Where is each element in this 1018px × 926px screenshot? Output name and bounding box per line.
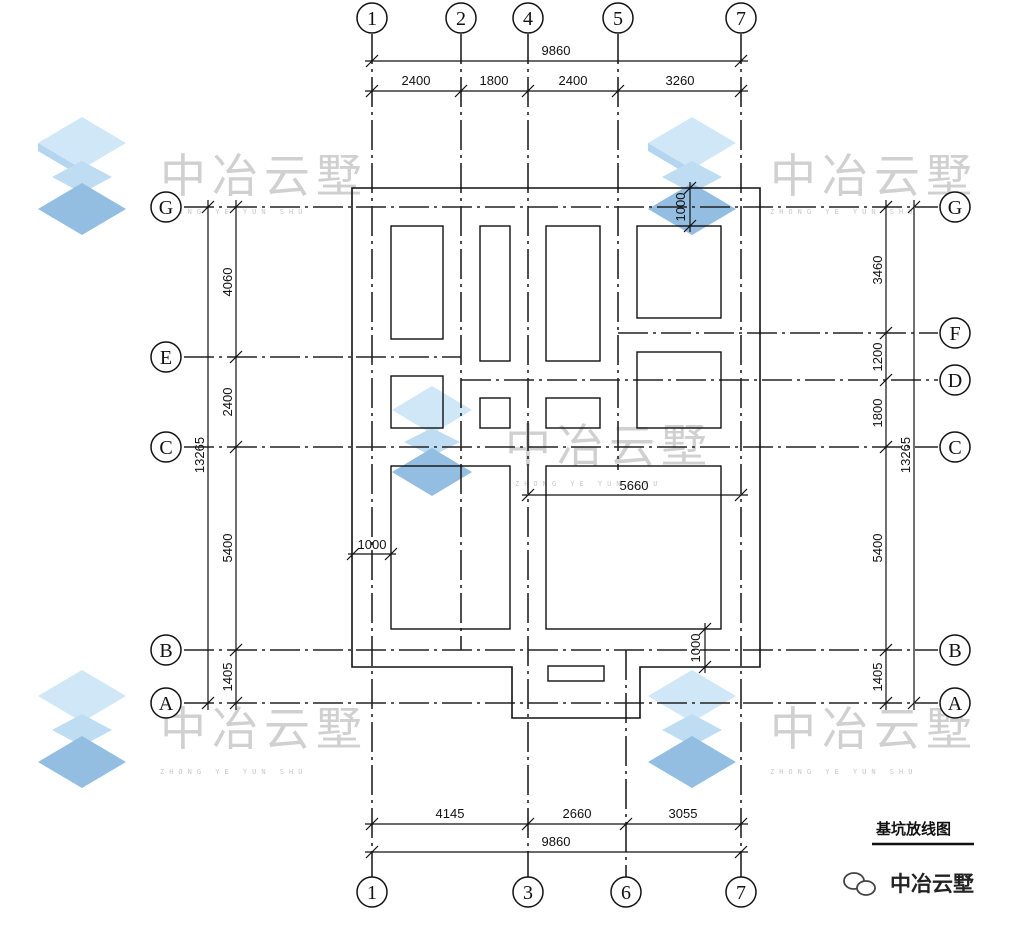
axis-bubbles-left: G E C B A bbox=[150, 191, 182, 719]
svg-text:3: 3 bbox=[523, 882, 533, 904]
svg-text:G: G bbox=[159, 197, 173, 219]
svg-text:5: 5 bbox=[613, 8, 623, 30]
svg-text:G: G bbox=[948, 197, 962, 219]
dim-top-seg: 3260 bbox=[666, 73, 695, 88]
svg-text:2: 2 bbox=[456, 8, 466, 30]
dim-top-seg: 2400 bbox=[559, 73, 588, 88]
dim-bottom-total: 9860 bbox=[542, 834, 571, 849]
svg-text:中冶云墅: 中冶云墅 bbox=[890, 872, 974, 896]
drawing-caption: 基坑放线图 bbox=[872, 820, 974, 846]
svg-text:ZHONG YE YUN SHU: ZHONG YE YUN SHU bbox=[770, 768, 917, 776]
dim-inner-1000: 1000 bbox=[688, 634, 703, 663]
svg-text:C: C bbox=[948, 437, 961, 459]
dim-left-seg: 5400 bbox=[220, 534, 235, 563]
svg-text:中冶云墅: 中冶云墅 bbox=[770, 702, 978, 756]
dim-left-seg: 4060 bbox=[220, 268, 235, 297]
dim-right-seg: 1200 bbox=[870, 343, 885, 372]
dim-top-total: 9860 bbox=[542, 43, 571, 58]
watermark-logo-icon bbox=[38, 670, 126, 788]
svg-text:E: E bbox=[160, 347, 172, 369]
svg-text:1: 1 bbox=[367, 882, 377, 904]
footer-brand: 中冶云墅 bbox=[843, 872, 974, 896]
svg-text:4: 4 bbox=[523, 8, 533, 30]
svg-text:A: A bbox=[159, 693, 174, 715]
svg-text:6: 6 bbox=[621, 882, 631, 904]
dim-left-seg: 1405 bbox=[220, 663, 235, 692]
watermark-logo-icon bbox=[648, 670, 736, 788]
watermark-text: 中冶云墅 中冶云墅 中冶云墅 中冶云墅 中冶云墅 ZHONG YE YUN SH… bbox=[160, 149, 978, 776]
dimension-labels: 9860 2400 1800 2400 3260 4145 2660 3055 … bbox=[192, 43, 913, 849]
dim-right-seg: 1405 bbox=[870, 663, 885, 692]
svg-text:D: D bbox=[948, 370, 962, 392]
svg-text:7: 7 bbox=[736, 882, 746, 904]
dim-bottom-seg: 4145 bbox=[436, 806, 465, 821]
svg-text:中冶云墅: 中冶云墅 bbox=[505, 419, 713, 473]
dim-inner-1000: 1000 bbox=[673, 193, 688, 222]
dim-right-seg: 3460 bbox=[870, 256, 885, 285]
axis-bubbles-right: G F D C B A bbox=[939, 191, 971, 719]
dim-right-total: 13265 bbox=[898, 437, 913, 473]
svg-text:B: B bbox=[159, 640, 172, 662]
svg-text:7: 7 bbox=[736, 8, 746, 30]
svg-text:ZHONG YE YUN SHU: ZHONG YE YUN SHU bbox=[770, 208, 917, 216]
dim-inner-width: 5660 bbox=[620, 478, 649, 493]
dim-inner-1000: 1000 bbox=[358, 537, 387, 552]
footing-rectangles bbox=[390, 225, 722, 682]
svg-text:A: A bbox=[948, 693, 963, 715]
watermark-logo-icon bbox=[38, 117, 126, 235]
watermark-logo-icon bbox=[392, 386, 472, 496]
svg-text:1: 1 bbox=[367, 8, 377, 30]
wechat-icon bbox=[843, 872, 876, 896]
svg-text:中冶云墅: 中冶云墅 bbox=[160, 702, 368, 756]
watermark-logo-icon bbox=[648, 117, 736, 235]
pit-outline bbox=[351, 187, 761, 719]
dim-top-seg: 1800 bbox=[480, 73, 509, 88]
dim-bottom-seg: 3055 bbox=[669, 806, 698, 821]
vertical-axis-lines bbox=[371, 34, 742, 878]
svg-text:F: F bbox=[949, 323, 960, 345]
svg-text:B: B bbox=[948, 640, 961, 662]
svg-text:中冶云墅: 中冶云墅 bbox=[770, 149, 978, 203]
svg-text:中冶云墅: 中冶云墅 bbox=[160, 149, 368, 203]
dim-right-seg: 5400 bbox=[870, 534, 885, 563]
dim-left-seg: 2400 bbox=[220, 388, 235, 417]
dim-right-seg: 1800 bbox=[870, 399, 885, 428]
dim-top-seg: 2400 bbox=[402, 73, 431, 88]
dimension-lines bbox=[201, 54, 921, 859]
dim-bottom-seg: 2660 bbox=[563, 806, 592, 821]
dim-left-total: 13265 bbox=[192, 437, 207, 473]
axis-bubbles-bottom: 1 3 6 7 bbox=[356, 876, 757, 908]
horizontal-axis-lines bbox=[184, 206, 938, 704]
svg-text:ZHONG YE YUN SHU: ZHONG YE YUN SHU bbox=[160, 768, 307, 776]
axis-bubbles-top: 1 2 4 5 7 bbox=[356, 2, 757, 34]
svg-text:ZHONG YE YUN SHU: ZHONG YE YUN SHU bbox=[515, 480, 662, 488]
svg-text:C: C bbox=[159, 437, 172, 459]
svg-text:基坑放线图: 基坑放线图 bbox=[875, 820, 951, 838]
